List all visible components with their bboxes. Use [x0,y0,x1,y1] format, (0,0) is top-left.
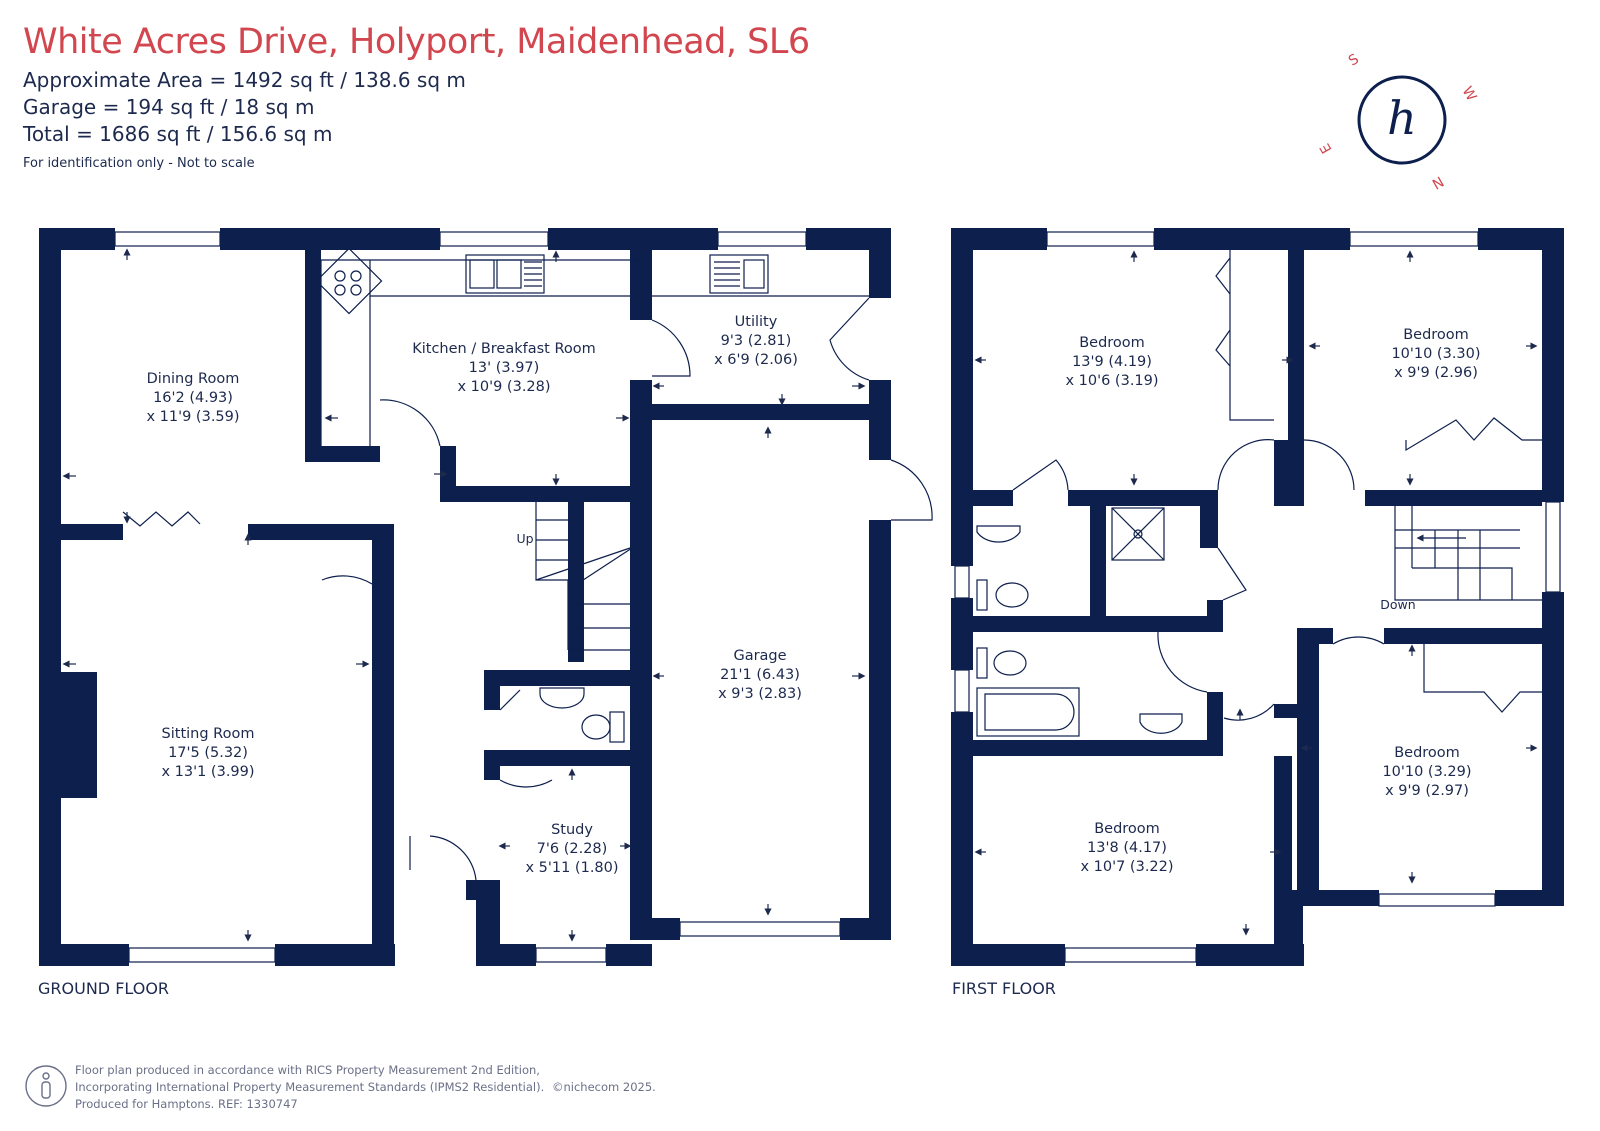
dimension-arrows [62,248,1538,942]
room-name-study: Study [551,822,593,838]
compass-logo-glyph: h [1387,91,1417,145]
compass-ring [1357,75,1447,165]
room-dim1-dining: 16'2 (4.93) [153,390,233,406]
total-area: Total = 1686 sq ft / 156.6 sq m [23,122,333,146]
room-dim2-utility: x 6'9 (2.06) [714,352,798,368]
plan-title: White Acres Drive, Holyport, Maidenhead,… [23,22,810,62]
first-floor-label: FIRST FLOOR [952,979,1056,998]
room-dim2-bedroom-4: x 9'9 (2.97) [1385,783,1469,799]
compass-letter-e: E [1317,140,1335,156]
kitchen-fixtures [315,247,869,446]
room-dim1-sitting: 17'5 (5.32) [168,745,248,761]
room-name-garage: Garage [733,648,786,664]
compass-letter-s: S [1346,51,1362,69]
compass-letter-w: W [1459,84,1480,104]
room-dim1-bedroom-1: 13'9 (4.19) [1072,354,1152,370]
compass-letter-n: N [1429,173,1446,192]
approximate-area: Approximate Area = 1492 sq ft / 138.6 sq… [23,68,466,92]
footer-disclaimer: Floor plan produced in accordance with R… [75,1062,544,1113]
room-dim2-kitchen: x 10'9 (3.28) [457,379,550,395]
room-dim2-bedroom-2: x 9'9 (2.96) [1394,365,1478,381]
room-name-bedroom-2: Bedroom [1403,327,1469,343]
room-name-utility: Utility [735,314,778,330]
ground-floor-label: GROUND FLOOR [38,979,169,998]
room-dim1-bedroom-3: 13'8 (4.17) [1087,840,1167,856]
room-dim1-study: 7'6 (2.28) [537,841,608,857]
footer-line-1: Floor plan produced in accordance with R… [75,1063,540,1077]
stairs-down-label: Down [1380,597,1415,612]
room-name-kitchen: Kitchen / Breakfast Room [412,341,596,357]
room-dim1-kitchen: 13' (3.97) [469,360,540,376]
footer-line-3: Produced for Hamptons. REF: 1330747 [75,1097,298,1111]
ground-floor-wc-fixtures [539,687,625,743]
room-name-bedroom-1: Bedroom [1079,335,1145,351]
first-floor-bathroom-fixtures [976,507,1183,737]
room-dim2-dining: x 11'9 (3.59) [146,409,239,425]
identification-note: For identification only - Not to scale [23,156,255,171]
copyright-notice: ©nichecom 2025. [552,1080,656,1094]
stairs-up-label: Up [516,531,533,546]
room-name-bedroom-3: Bedroom [1094,821,1160,837]
room-name-sitting: Sitting Room [162,726,255,742]
ground-floor-doors [122,297,933,881]
room-dim2-study: x 5'11 (1.80) [525,860,618,876]
room-dim1-utility: 9'3 (2.81) [721,333,792,349]
footer-line-2: Incorporating International Property Mea… [75,1080,545,1094]
room-dim1-bedroom-2: 10'10 (3.30) [1391,346,1480,362]
room-dim2-bedroom-1: x 10'6 (3.19) [1065,373,1158,389]
first-floor-windows [954,231,1561,963]
room-dim1-bedroom-4: 10'10 (3.29) [1382,764,1471,780]
room-dim2-sitting: x 13'1 (3.99) [161,764,254,780]
compass-logo: h S W N E [1317,51,1479,192]
first-floor-walls [951,228,1564,966]
first-floor-doors [1012,250,1542,721]
ground-floor-walls [39,228,891,966]
ground-floor-windows [114,231,841,963]
room-dim2-bedroom-3: x 10'7 (3.22) [1080,859,1173,875]
room-name-bedroom-4: Bedroom [1394,745,1460,761]
room-dim2-garage: x 9'3 (2.83) [718,686,802,702]
person-info-icon [25,1065,67,1107]
room-name-dining: Dining Room [147,371,240,387]
garage-area: Garage = 194 sq ft / 18 sq m [23,95,315,119]
room-dim1-garage: 21'1 (6.43) [720,667,800,683]
